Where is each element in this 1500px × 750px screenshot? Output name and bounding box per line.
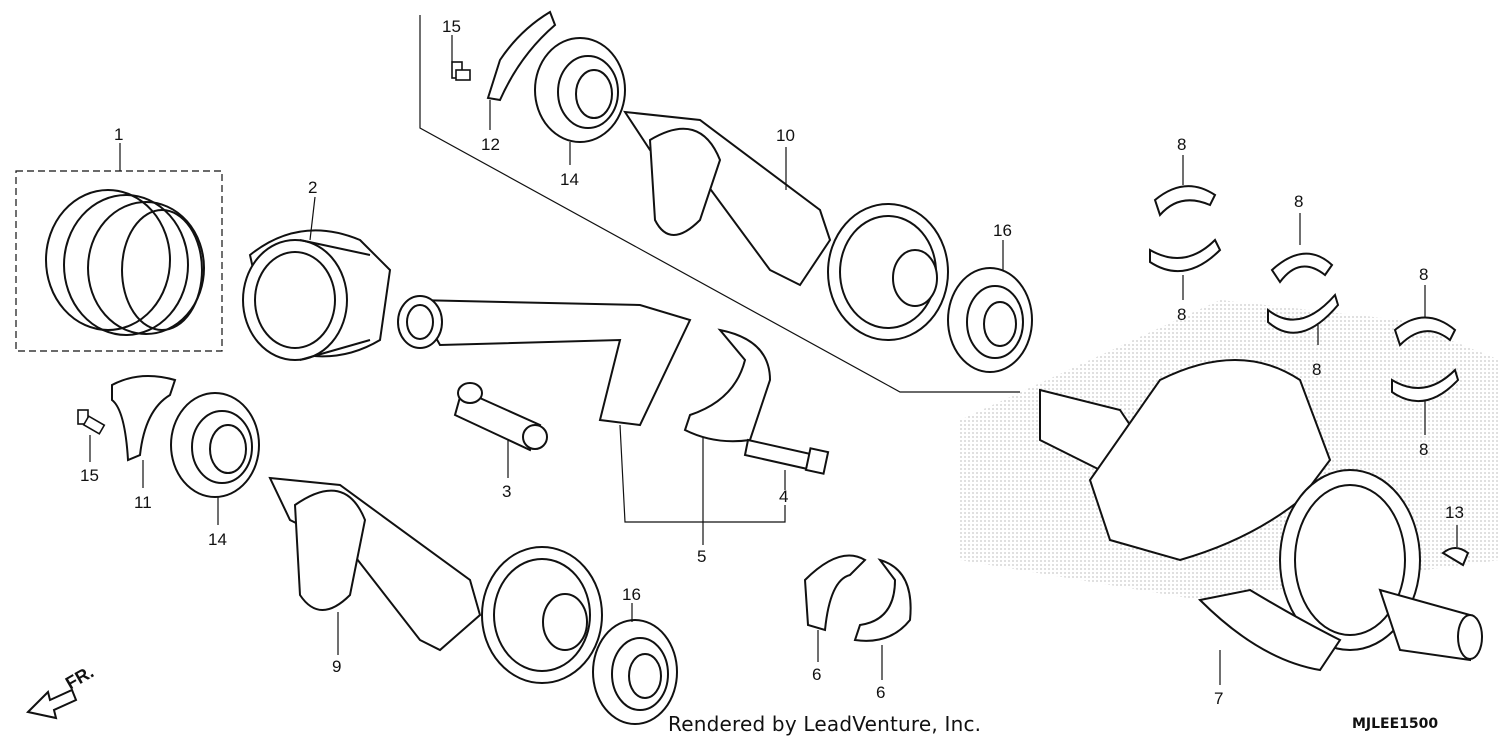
callout-2: 2 xyxy=(308,178,317,197)
bearing-upper xyxy=(534,37,626,143)
callout-15a: 15 xyxy=(442,17,461,36)
front-direction-arrow: FR. xyxy=(25,662,97,720)
callout-16b: 16 xyxy=(622,585,641,604)
callout-8a: 8 xyxy=(1177,135,1186,154)
callout-numbers: 1 2 3 4 5 6 6 7 8 8 8 8 8 8 9 10 11 12 1… xyxy=(80,17,1464,708)
bolt-15-lower xyxy=(77,409,106,435)
callout-8f: 8 xyxy=(1419,440,1428,459)
retainer-plate-12 xyxy=(486,10,557,102)
piston xyxy=(242,229,392,361)
piston-pin xyxy=(453,382,548,452)
connecting-rod xyxy=(397,295,692,427)
callout-8c: 8 xyxy=(1294,192,1303,211)
leader-lines xyxy=(89,35,1458,685)
bearing-shells-8 xyxy=(1149,185,1460,403)
bearing-lower xyxy=(170,392,260,498)
callout-16a: 16 xyxy=(993,221,1012,240)
bearing-16-lower xyxy=(592,619,678,725)
balancer-shaft-lower xyxy=(268,476,603,684)
callout-10: 10 xyxy=(776,126,795,145)
crankshaft xyxy=(1039,359,1483,672)
callout-6a: 6 xyxy=(812,665,821,684)
bearing-16-upper xyxy=(947,267,1033,373)
callout-8b: 8 xyxy=(1177,305,1186,324)
piston-rings xyxy=(45,189,205,336)
callout-14b: 14 xyxy=(208,530,227,549)
callout-7: 7 xyxy=(1214,689,1223,708)
leader-group-5 xyxy=(619,424,786,523)
callout-14a: 14 xyxy=(560,170,579,189)
callout-1: 1 xyxy=(114,125,123,144)
piston-ring-set-box xyxy=(15,170,223,352)
callout-3: 3 xyxy=(502,482,511,501)
callout-8d: 8 xyxy=(1312,360,1321,379)
callout-12: 12 xyxy=(481,135,500,154)
woodruff-key-13 xyxy=(1441,547,1470,567)
callout-6b: 6 xyxy=(876,683,885,702)
callout-15b: 15 xyxy=(80,466,99,485)
callout-5: 5 xyxy=(697,547,706,566)
credit-text: Rendered by LeadVenture, Inc. xyxy=(668,712,982,736)
callout-13: 13 xyxy=(1445,503,1464,522)
rod-cap xyxy=(683,328,772,443)
bolt-15-upper xyxy=(451,61,471,81)
rod-bolt xyxy=(743,438,830,475)
callout-9: 9 xyxy=(332,657,341,676)
callout-11: 11 xyxy=(134,493,152,512)
callout-8e: 8 xyxy=(1419,265,1428,284)
retainer-plate-11 xyxy=(111,375,177,462)
balancer-shaft-upper xyxy=(623,110,949,341)
bearing-shells-6 xyxy=(803,554,912,642)
diagram-code: MJLEE1500 xyxy=(1352,716,1439,732)
leader-assembly-10 xyxy=(419,15,1020,393)
callout-4: 4 xyxy=(779,487,788,506)
front-label: FR. xyxy=(62,662,97,694)
